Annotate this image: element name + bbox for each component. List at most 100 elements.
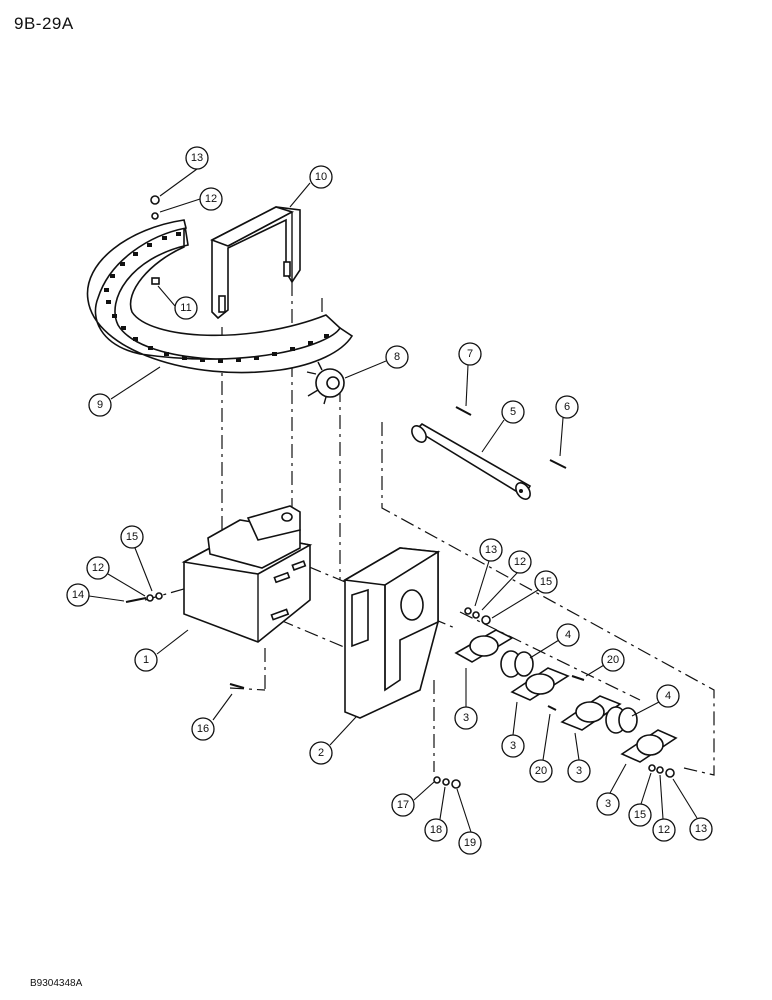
callout-circle: [86, 556, 110, 580]
bearing-flange-set-d: [620, 729, 678, 763]
callout-number: 6: [564, 401, 570, 413]
callout-circle: [628, 803, 652, 827]
callout-number: 15: [540, 576, 552, 588]
callout-number: 12: [205, 193, 217, 205]
callout-number: 20: [607, 654, 619, 666]
callout-3: 3: [454, 706, 478, 730]
callout-12: 12: [652, 818, 676, 842]
callout-20: 20: [529, 759, 553, 783]
callout-circle: [185, 146, 209, 170]
callout-number: 5: [510, 406, 516, 418]
callout-14: 14: [66, 583, 90, 607]
callout-circle: [656, 684, 680, 708]
callout-circle: [385, 345, 409, 369]
callout-circle: [508, 550, 532, 574]
shaft-assembly-boundary: [381, 422, 715, 776]
callout-6: 6: [555, 395, 579, 419]
callout-circle: [134, 648, 158, 672]
callout-4: 4: [656, 684, 680, 708]
callout-number: 15: [126, 531, 138, 543]
callout-number: 18: [430, 824, 442, 836]
callout-15: 15: [120, 525, 144, 549]
callout-number: 13: [485, 544, 497, 556]
callout-number: 17: [397, 799, 409, 811]
callout-12: 12: [508, 550, 532, 574]
part-10-cover: [210, 206, 301, 320]
leader-lines: [88, 168, 698, 833]
callout-circle: [501, 400, 525, 424]
image-code: B9304348A: [30, 978, 83, 989]
callout-circle: [534, 570, 558, 594]
bolt-14-line: [144, 582, 206, 601]
callout-circle: [120, 525, 144, 549]
callout-number: 11: [180, 302, 191, 314]
callout-5: 5: [501, 400, 525, 424]
callout-circle: [66, 583, 90, 607]
bearing-flange-set-a: [454, 629, 534, 678]
part-7-pin: [455, 406, 472, 416]
callout-circle: [556, 623, 580, 647]
callout-circle: [652, 818, 676, 842]
callout-18: 18: [424, 818, 448, 842]
callout-circle: [88, 393, 112, 417]
callout-9: 9: [88, 393, 112, 417]
part-6-pin: [549, 459, 567, 469]
callout-12: 12: [86, 556, 110, 580]
callout-3: 3: [596, 792, 620, 816]
callout-circle: [555, 395, 579, 419]
callout-13: 13: [185, 146, 209, 170]
part-5-shaft: [411, 423, 532, 500]
callout-number: 7: [467, 348, 473, 360]
callout-11: 11: [174, 296, 198, 320]
callout-number: 9: [97, 399, 103, 411]
callout-circle: [567, 759, 591, 783]
callout-number: 3: [510, 740, 516, 752]
callout-2: 2: [309, 741, 333, 765]
callout-19: 19: [458, 831, 482, 855]
callout-circle: [174, 296, 198, 320]
callout-number: 12: [658, 824, 670, 836]
callout-number: 3: [463, 712, 469, 724]
callout-circle: [601, 648, 625, 672]
callout-10: 10: [309, 165, 333, 189]
callout-15: 15: [628, 803, 652, 827]
callout-number: 8: [394, 351, 400, 363]
callout-1: 1: [134, 648, 158, 672]
callout-number: 3: [576, 765, 582, 777]
callout-16: 16: [191, 717, 215, 741]
hardware: [125, 195, 675, 789]
callout-circle: [529, 759, 553, 783]
callout-circle: [191, 717, 215, 741]
part-9-sprocket-ring: [86, 219, 354, 374]
callout-number: 4: [665, 690, 671, 702]
callout-circle: [309, 165, 333, 189]
page-code: 9B-29A: [14, 14, 74, 33]
callout-circle: [424, 818, 448, 842]
assembly-lines: [144, 282, 715, 776]
callout-number: 15: [634, 809, 646, 821]
callout-4: 4: [556, 623, 580, 647]
callout-number: 19: [464, 837, 476, 849]
callout-number: 4: [565, 629, 571, 641]
callout-circle: [458, 342, 482, 366]
bolt-16-line: [229, 687, 266, 691]
callout-circle: [479, 538, 503, 562]
callout-13: 13: [689, 817, 713, 841]
callout-7: 7: [458, 342, 482, 366]
callout-circle: [309, 741, 333, 765]
bearing-flange-set-b: [510, 667, 570, 701]
callout-20: 20: [601, 648, 625, 672]
callout-circle: [454, 706, 478, 730]
callout-number: 13: [191, 152, 203, 164]
callout-8: 8: [385, 345, 409, 369]
part-2-bracket: [342, 547, 441, 719]
callout-number: 2: [318, 747, 324, 759]
callout-number: 13: [695, 823, 707, 835]
part-1-housing: [181, 505, 313, 643]
callout-number: 20: [535, 765, 547, 777]
callout-3: 3: [567, 759, 591, 783]
callout-circle: [391, 793, 415, 817]
callout-13: 13: [479, 538, 503, 562]
